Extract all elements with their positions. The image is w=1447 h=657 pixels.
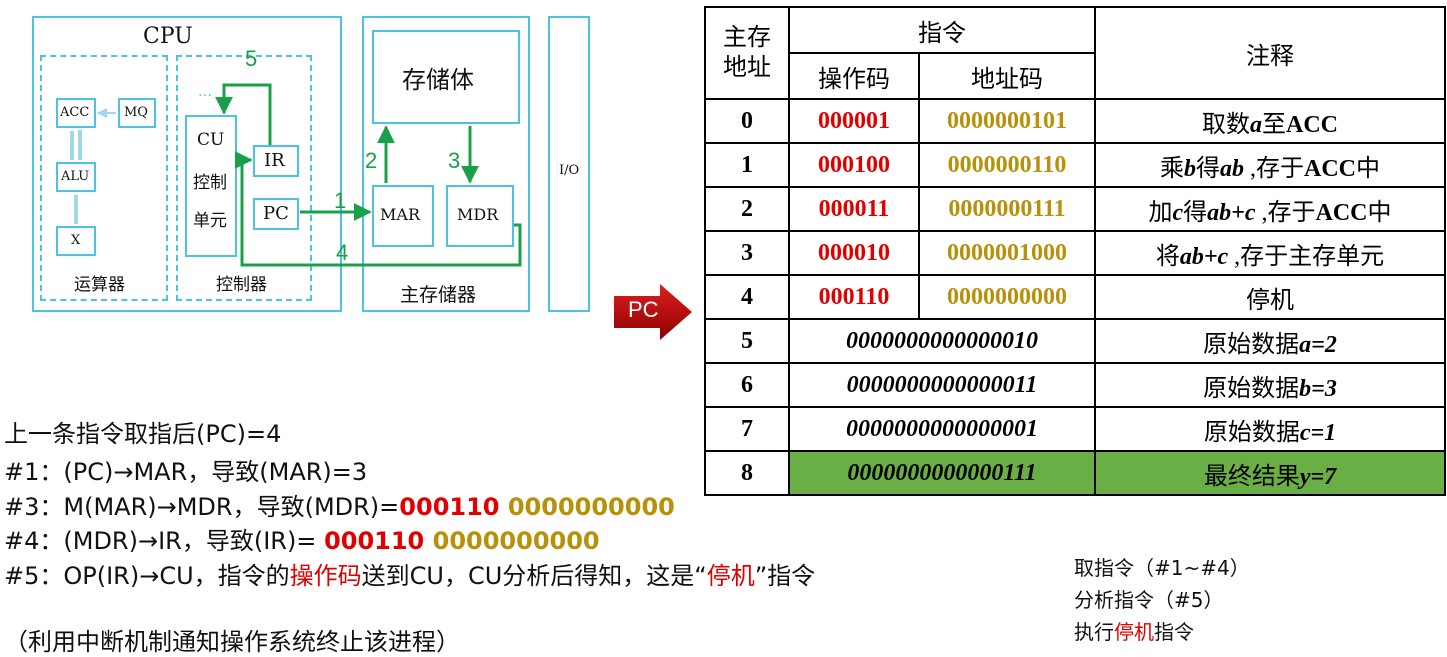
cell-opcode: 000010 bbox=[788, 230, 920, 276]
cell-operand: 0000000111 bbox=[918, 186, 1096, 232]
note-line-5: #5：OP(IR)→CU，指令的操作码送到CU，CU分析后得知，这是“停机”指令 bbox=[4, 562, 816, 590]
storage-body-box bbox=[372, 30, 520, 124]
cell-operand: 0000000101 bbox=[918, 98, 1096, 144]
cell-address: 4 bbox=[704, 274, 790, 320]
cell-comment: 原始数据a=2 bbox=[1094, 318, 1446, 364]
cell-address: 0 bbox=[704, 98, 790, 144]
cell-address: 1 bbox=[704, 142, 790, 188]
cell-data: 0000000000000010 bbox=[788, 318, 1096, 364]
table-row: 3 000010 0000001000 将ab+c ,存于主存单元 bbox=[704, 230, 1446, 276]
cu-label-3: 单元 bbox=[193, 211, 227, 231]
cell-address: 5 bbox=[704, 318, 790, 364]
header-comment: 注释 bbox=[1094, 6, 1446, 100]
step-3-label: 3 bbox=[448, 148, 461, 173]
alu-box bbox=[56, 162, 96, 192]
header-operand: 地址码 bbox=[918, 52, 1096, 100]
cpu-box bbox=[32, 16, 342, 312]
cell-operand: 0000000000 bbox=[918, 274, 1096, 320]
cell-comment: 乘b得ab ,存于ACC中 bbox=[1094, 142, 1446, 188]
cu-box bbox=[185, 115, 237, 257]
note-line-3: #3：M(MAR)→MDR，导致(MDR)=000110 0000000000 bbox=[4, 493, 675, 521]
cu-label-2: 控制 bbox=[193, 173, 227, 193]
acc-box bbox=[56, 98, 96, 128]
control-unit-box bbox=[176, 55, 312, 301]
step-4-label: 4 bbox=[336, 240, 349, 265]
alu-unit-box bbox=[40, 55, 168, 301]
summary-fetch: 取指令（#1~#4） bbox=[1074, 556, 1250, 580]
mar-label: MAR bbox=[380, 205, 420, 224]
step-1-label: 1 bbox=[334, 188, 347, 213]
cell-data: 0000000000000111 bbox=[788, 450, 1096, 496]
cell-opcode: 000001 bbox=[788, 98, 920, 144]
cell-address: 2 bbox=[704, 186, 790, 232]
mq-label: MQ bbox=[124, 105, 148, 120]
storage-body-label: 存储体 bbox=[402, 66, 474, 94]
table-row: 0 000001 0000000101 取数a至ACC bbox=[704, 98, 1446, 144]
mq-box bbox=[118, 98, 156, 128]
pc-label: PC bbox=[263, 203, 289, 224]
ir-label: IR bbox=[264, 150, 285, 171]
cell-address: 7 bbox=[704, 406, 790, 452]
pc-pointer-label: PC bbox=[628, 297, 659, 322]
memory-table: 主存地址 指令 注释 操作码 地址码 0 000001 0000000101 取… bbox=[704, 6, 1446, 496]
header-instruction: 指令 bbox=[788, 6, 1096, 54]
cu-label-1: CU bbox=[197, 130, 225, 150]
ellipsis: … bbox=[198, 84, 212, 100]
cell-opcode: 000110 bbox=[788, 274, 920, 320]
note-line-1: #1：(PC)→MAR，导致(MAR)=3 bbox=[4, 458, 368, 486]
cell-opcode: 000011 bbox=[788, 186, 920, 232]
mdr-box bbox=[446, 185, 514, 247]
alu-unit-label: 运算器 bbox=[74, 275, 125, 295]
mdr-label: MDR bbox=[457, 205, 499, 224]
pc-pointer-arrow bbox=[614, 284, 692, 340]
note-line-0: 上一条指令取指后(PC)=4 bbox=[4, 420, 282, 448]
summary-analyze: 分析指令（#5） bbox=[1074, 588, 1224, 612]
table-row: 4 000110 0000000000 停机 bbox=[704, 274, 1446, 320]
alu-label: ALU bbox=[61, 169, 90, 184]
control-unit-label: 控制器 bbox=[216, 275, 267, 295]
note-line-6: （利用中断机制通知操作系统终止该进程） bbox=[4, 628, 460, 656]
cell-opcode: 000100 bbox=[788, 142, 920, 188]
ir-box bbox=[253, 145, 299, 177]
x-box bbox=[56, 226, 96, 256]
cell-address: 8 bbox=[704, 450, 790, 496]
io-box bbox=[548, 16, 590, 312]
cell-comment: 最终结果y=7 bbox=[1094, 450, 1446, 496]
cell-data: 0000000000000011 bbox=[788, 362, 1096, 408]
note-line-4: #4：(MDR)→IR，导致(IR)= 000110 0000000000 bbox=[4, 527, 600, 555]
header-address: 主存地址 bbox=[704, 6, 790, 100]
cell-comment: 原始数据b=3 bbox=[1094, 362, 1446, 408]
data-paths bbox=[70, 83, 522, 267]
cell-comment: 停机 bbox=[1094, 274, 1446, 320]
cell-comment: 取数a至ACC bbox=[1094, 98, 1446, 144]
main-memory-box bbox=[362, 16, 530, 312]
summary-execute: 执行停机指令 bbox=[1074, 620, 1194, 644]
pc-box bbox=[253, 198, 299, 230]
cell-comment: 原始数据c=1 bbox=[1094, 406, 1446, 452]
acc-label: ACC bbox=[60, 105, 90, 120]
cell-operand: 0000001000 bbox=[918, 230, 1096, 276]
table-row: 1 000100 0000000110 乘b得ab ,存于ACC中 bbox=[704, 142, 1446, 188]
table-row: 5 0000000000000010 原始数据a=2 bbox=[704, 318, 1446, 364]
cell-data: 0000000000000001 bbox=[788, 406, 1096, 452]
cell-address: 6 bbox=[704, 362, 790, 408]
mar-box bbox=[372, 185, 434, 247]
table-row: 6 0000000000000011 原始数据b=3 bbox=[704, 362, 1446, 408]
step-2-label: 2 bbox=[365, 148, 378, 173]
step-5-label: 5 bbox=[245, 46, 258, 71]
cell-comment: 将ab+c ,存于主存单元 bbox=[1094, 230, 1446, 276]
cpu-label: CPU bbox=[143, 24, 193, 49]
io-label: I/O bbox=[559, 163, 580, 178]
x-label: X bbox=[71, 233, 81, 248]
cell-address: 3 bbox=[704, 230, 790, 276]
cell-operand: 0000000110 bbox=[918, 142, 1096, 188]
main-memory-label: 主存储器 bbox=[400, 284, 477, 306]
table-row: 7 0000000000000001 原始数据c=1 bbox=[704, 406, 1446, 452]
table-row: 8 0000000000000111 最终结果y=7 bbox=[704, 450, 1446, 496]
table-row: 2 000011 0000000111 加c得ab+c ,存于ACC中 bbox=[704, 186, 1446, 232]
header-opcode: 操作码 bbox=[788, 52, 920, 100]
cell-comment: 加c得ab+c ,存于ACC中 bbox=[1094, 186, 1446, 232]
